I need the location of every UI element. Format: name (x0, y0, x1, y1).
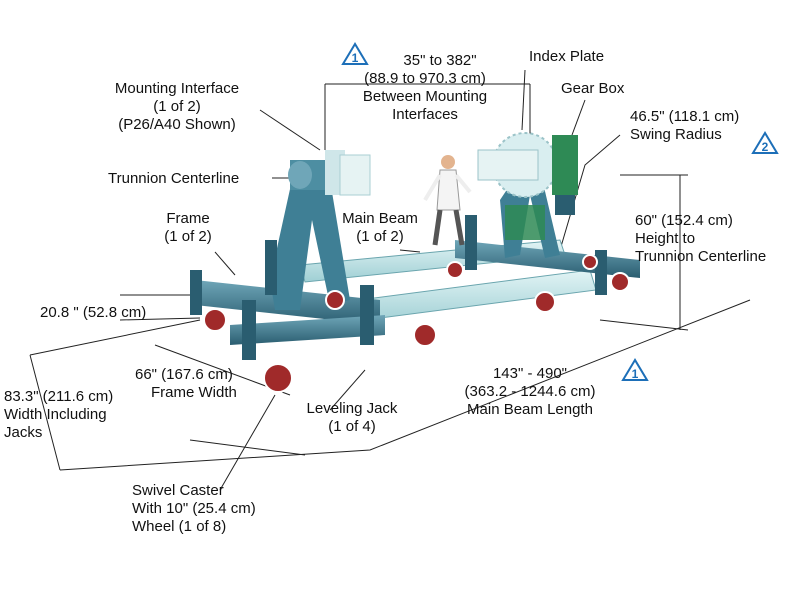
frame-height-label: 20.8 " (52.8 cm) (40, 304, 147, 321)
caster (446, 261, 464, 279)
swivel-caster-label: Swivel Caster With 10" (25.4 cm) Wheel (… (132, 482, 256, 535)
leveling-jack (360, 285, 374, 345)
beam-length-label: 143" - 490" (363.2 - 1244.6 cm) Main Bea… (464, 365, 596, 418)
swing-radius-leader (559, 134, 621, 251)
svg-text:1: 1 (632, 367, 639, 381)
main-beam-label: Main Beam (1 of 2) (342, 210, 418, 245)
top-range-dimension (324, 83, 531, 150)
height-dimension (599, 174, 689, 331)
frame-leader (214, 251, 236, 276)
between-interfaces-label: 35" to 382" (88.9 to 970.3 cm) Between M… (362, 52, 488, 123)
leveling-jack-label: Leveling Jack (1 of 4) (306, 400, 398, 435)
caster (413, 323, 437, 347)
svg-text:1: 1 (352, 51, 359, 65)
frame-label: Frame (1 of 2) (164, 210, 212, 245)
index-plate-leader (521, 69, 526, 131)
casters (203, 254, 630, 393)
swing-radius-label: 46.5" (118.1 cm) Swing Radius (630, 108, 740, 143)
caster (203, 308, 227, 332)
index-plate-assembly (477, 132, 578, 215)
caster (582, 254, 598, 270)
dimension-lines (29, 69, 751, 491)
svg-text:2: 2 (762, 140, 769, 154)
caster (534, 291, 556, 313)
beam-length-dimension (59, 299, 751, 471)
height-label: 60" (152.4 cm) Height to Trunnion Center… (635, 212, 767, 265)
caster (263, 363, 293, 393)
mounting-interface-label: Mounting Interface (1 of 2) (P26/A40 Sho… (114, 80, 240, 133)
mounting-interface-leader (259, 109, 321, 151)
main-beam-leader (399, 249, 421, 253)
warning-triangle-1-icon: 1 (341, 42, 369, 65)
warning-triangle-2-icon: 2 (751, 131, 779, 154)
index-plate-label: Index Plate (529, 48, 605, 65)
trunnion-centerline-label: Trunnion Centerline (108, 170, 240, 187)
width-jacks-dimension (29, 319, 201, 471)
swivel-caster-leader (219, 394, 276, 491)
frame-left (190, 150, 385, 360)
operator-figure (423, 155, 472, 246)
caster (610, 272, 630, 292)
frame-width-label: 66" (167.6 cm) Frame Width (135, 366, 237, 401)
caster (325, 290, 345, 310)
gear-box-leader (571, 99, 586, 136)
warning-triangle-1-icon: 1 (621, 358, 649, 381)
frame-height-dimension (119, 294, 201, 321)
width-jacks-label: 83.3" (211.6 cm) Width Including Jacks (4, 388, 114, 441)
gear-box-label: Gear Box (561, 80, 625, 97)
gear-box (552, 135, 578, 195)
leveling-jack-leader (329, 369, 366, 411)
